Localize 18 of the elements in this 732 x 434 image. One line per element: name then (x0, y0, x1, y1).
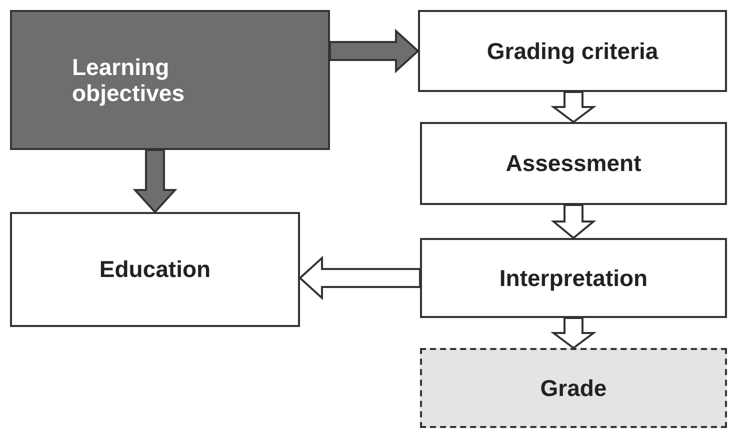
result-box (420, 348, 727, 428)
node-label: Grade (540, 374, 607, 402)
process-box (10, 212, 300, 327)
node-label: Grading criteria (486, 38, 658, 64)
block-arrow (550, 317, 596, 350)
block-arrow (329, 28, 420, 74)
node-label: Assessment (506, 150, 642, 177)
node-label: Interpretation (499, 264, 648, 292)
block-arrow (550, 204, 596, 240)
block-arrow (132, 149, 178, 214)
process-box (420, 122, 727, 205)
objectives-box (10, 10, 330, 150)
block-arrow (550, 91, 596, 124)
node-label: Learning objectives (72, 54, 186, 106)
block-arrow (298, 256, 421, 300)
process-box (418, 10, 727, 92)
process-box (420, 238, 727, 318)
node-label: Education (99, 256, 211, 283)
